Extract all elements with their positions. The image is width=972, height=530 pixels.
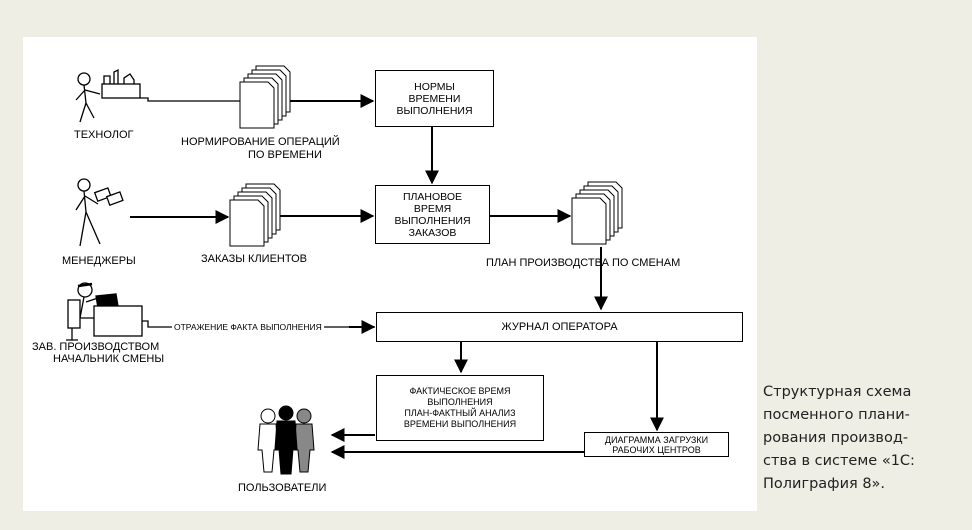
- load-chart-box-text: ДИАГРАММА ЗАГРУЗКИ РАБОЧИХ ЦЕНТРОВ: [604, 434, 709, 455]
- users-group-icon: [257, 405, 315, 475]
- shift-plan-label: ПЛАН ПРОИЗВОДСТВА ПО СМЕНАМ: [486, 257, 681, 269]
- technologist-figure-icon: [75, 68, 240, 123]
- operator-log-box: ЖУРНАЛ ОПЕРАТОРА: [376, 312, 743, 342]
- op-norming-doc-stack-icon: [239, 65, 291, 129]
- actual-time-box: ФАКТИЧЕСКОЕ ВРЕМЯ ВЫПОЛНЕНИЯ ПЛАН-ФАКТНЫ…: [376, 375, 544, 441]
- planned-time-box: ПЛАНОВОЕ ВРЕМЯ ВЫПОЛНЕНИЯ ЗАКАЗОВ: [375, 185, 490, 244]
- client-orders-doc-stack-icon: [229, 183, 281, 247]
- op-norming-label-2: ПО ВРЕМЕНИ: [248, 149, 322, 161]
- managers-figure-icon: [75, 178, 124, 247]
- technologist-label: ТЕХНОЛОГ: [74, 129, 134, 141]
- op-norming-label-1: НОРМИРОВАНИЕ ОПЕРАЦИЙ: [181, 136, 340, 148]
- operator-log-box-text: ЖУРНАЛ ОПЕРАТОРА: [501, 321, 618, 333]
- supervisor-label-1: ЗАВ. ПРОИЗВОДСТВОМ: [32, 341, 160, 353]
- load-chart-box: ДИАГРАММА ЗАГРУЗКИ РАБОЧИХ ЦЕНТРОВ: [584, 432, 729, 457]
- fact-reflection-label: ОТРАЖЕНИЕ ФАКТА ВЫПОЛНЕНИЯ: [172, 321, 324, 333]
- time-norms-box-text: НОРМЫ ВРЕМЕНИ ВЫПОЛНЕНИЯ: [396, 80, 473, 117]
- shift-plan-doc-stack-icon: [571, 181, 623, 245]
- figure-caption: Структурная схема посменного плани- рова…: [763, 384, 915, 492]
- users-label: ПОЛЬЗОВАТЕЛИ: [238, 482, 327, 494]
- supervisor-label-2: НАЧАЛЬНИК СМЕНЫ: [53, 353, 165, 365]
- actual-time-box-text: ФАКТИЧЕСКОЕ ВРЕМЯ ВЫПОЛНЕНИЯ ПЛАН-ФАКТНЫ…: [403, 386, 517, 429]
- client-orders-label: ЗАКАЗЫ КЛИЕНТОВ: [201, 253, 307, 265]
- flow-connectors: [130, 94, 664, 459]
- time-norms-box: НОРМЫ ВРЕМЕНИ ВЫПОЛНЕНИЯ: [375, 70, 494, 127]
- planned-time-box-text: ПЛАНОВОЕ ВРЕМЯ ВЫПОЛНЕНИЯ ЗАКАЗОВ: [394, 190, 471, 239]
- managers-label: МЕНЕДЖЕРЫ: [62, 255, 136, 267]
- supervisor-figure-icon: [66, 282, 375, 341]
